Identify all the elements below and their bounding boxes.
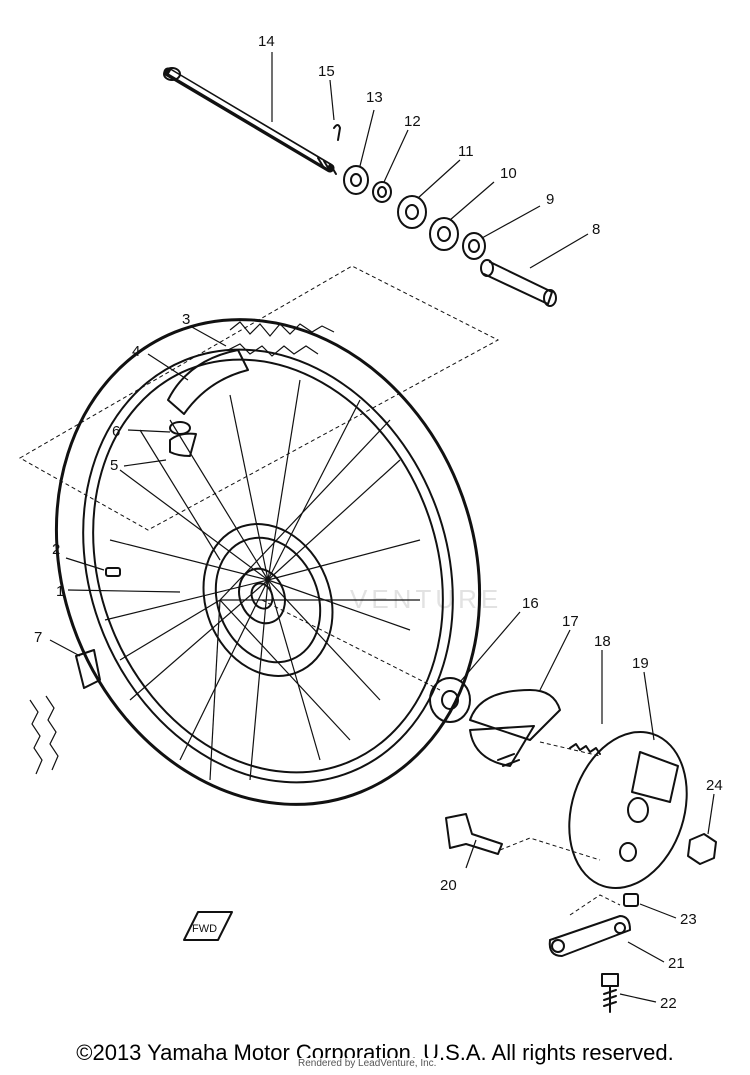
callout-9: 9 (546, 191, 554, 208)
bearing-11 (397, 195, 427, 229)
cam-lever (548, 915, 631, 957)
callout-15: 15 (318, 63, 335, 80)
wheel-hub (202, 523, 334, 677)
collar (372, 181, 392, 203)
spokes (104, 379, 421, 781)
callout-11: 11 (458, 143, 474, 160)
callout-21: 21 (668, 955, 685, 972)
brake-shoes (469, 689, 561, 767)
callout-17: 17 (562, 613, 579, 630)
callout-3: 3 (182, 311, 190, 328)
axle-nut (343, 165, 369, 195)
leader-lines (49, 52, 715, 1003)
callout-18: 18 (594, 633, 611, 650)
callout-19: 19 (632, 655, 649, 672)
callout-20: 20 (440, 877, 457, 894)
watermark-text: VENTURE (350, 584, 503, 614)
rim-band-and-tube (167, 349, 249, 457)
callout-24: 24 (706, 777, 723, 794)
lever-nut (623, 893, 639, 907)
front-tire (29, 318, 482, 806)
forward-direction-marker: FWD (183, 911, 233, 941)
valve-stem (75, 649, 101, 689)
spacer (480, 259, 557, 307)
spoke-nipple (105, 567, 121, 577)
cotter-pin (333, 124, 341, 141)
bearing-16 (429, 677, 471, 723)
bearing-10 (429, 217, 459, 251)
brake-spring (569, 743, 601, 755)
callout-23: 23 (680, 911, 697, 928)
render-credit: Rendered by LeadVenture, Inc. (296, 1058, 439, 1069)
callout-7: 7 (34, 629, 42, 646)
brake-camshaft (445, 813, 503, 855)
oil-seal (462, 232, 486, 260)
callout-2: 2 (52, 541, 60, 558)
callout-labels: 1 2 3 4 5 6 7 8 9 10 11 12 13 14 15 16 1… (34, 33, 723, 1012)
callout-10: 10 (500, 165, 517, 182)
callout-6: 6 (112, 423, 120, 440)
callout-8: 8 (592, 221, 600, 238)
callout-4: 4 (132, 343, 140, 360)
fwd-label: FWD (192, 923, 217, 935)
callout-5: 5 (110, 457, 118, 474)
callout-12: 12 (404, 113, 421, 130)
front-axle (163, 67, 337, 175)
axle-nut-24 (687, 833, 717, 865)
callout-1: 1 (56, 583, 64, 600)
callout-13: 13 (366, 89, 383, 106)
callout-14: 14 (258, 33, 275, 50)
assembly-guide-lines (18, 265, 621, 916)
lever-bolt (601, 973, 619, 1013)
callout-16: 16 (522, 595, 539, 612)
callout-22: 22 (660, 995, 677, 1012)
